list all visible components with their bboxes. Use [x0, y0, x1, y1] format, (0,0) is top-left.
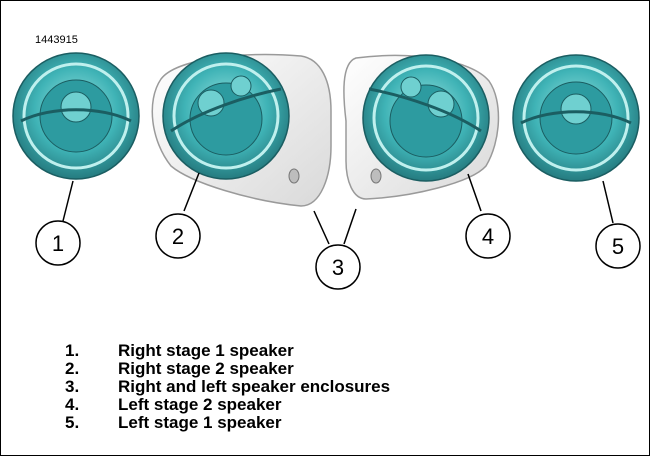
legend-text: Right stage 2 speaker: [118, 359, 294, 378]
callout-2: 2: [155, 213, 201, 259]
legend-number: 2.: [65, 359, 80, 378]
legend-number: 3.: [65, 377, 80, 396]
legend-text: Right stage 1 speaker: [118, 341, 294, 360]
legend-number: 1.: [65, 341, 80, 360]
legend-item: 4. Left stage 2 speaker: [65, 396, 390, 414]
svg-text:5: 5: [612, 234, 624, 259]
speaker-5: [512, 54, 640, 182]
speaker-4: [362, 54, 490, 182]
svg-text:2: 2: [172, 224, 184, 249]
svg-text:4: 4: [482, 224, 494, 249]
svg-text:3: 3: [332, 255, 344, 280]
figure-id: 1443915: [35, 34, 78, 46]
svg-text:1: 1: [52, 231, 64, 256]
legend: 1. Right stage 1 speaker 2. Right stage …: [65, 342, 390, 432]
legend-text: Right and left speaker enclosures: [118, 377, 391, 396]
legend-number: 5.: [65, 413, 80, 432]
speaker-2: [162, 52, 290, 180]
leader-lines: [62, 172, 614, 245]
legend-item: 1. Right stage 1 speaker: [65, 342, 390, 360]
callout-4: 4: [465, 213, 511, 259]
legend-item: 5. Left stage 1 speaker: [65, 414, 390, 432]
legend-item: 3. Right and left speaker enclosures: [65, 378, 390, 396]
callout-1: 1: [35, 220, 81, 266]
speaker-1: [12, 52, 140, 180]
legend-item: 2. Right stage 2 speaker: [65, 360, 390, 378]
legend-text: Left stage 1 speaker: [118, 413, 282, 432]
legend-number: 4.: [65, 395, 80, 414]
callout-5: 5: [595, 223, 641, 269]
callout-3: 3: [315, 244, 361, 290]
legend-text: Left stage 2 speaker: [118, 395, 282, 414]
